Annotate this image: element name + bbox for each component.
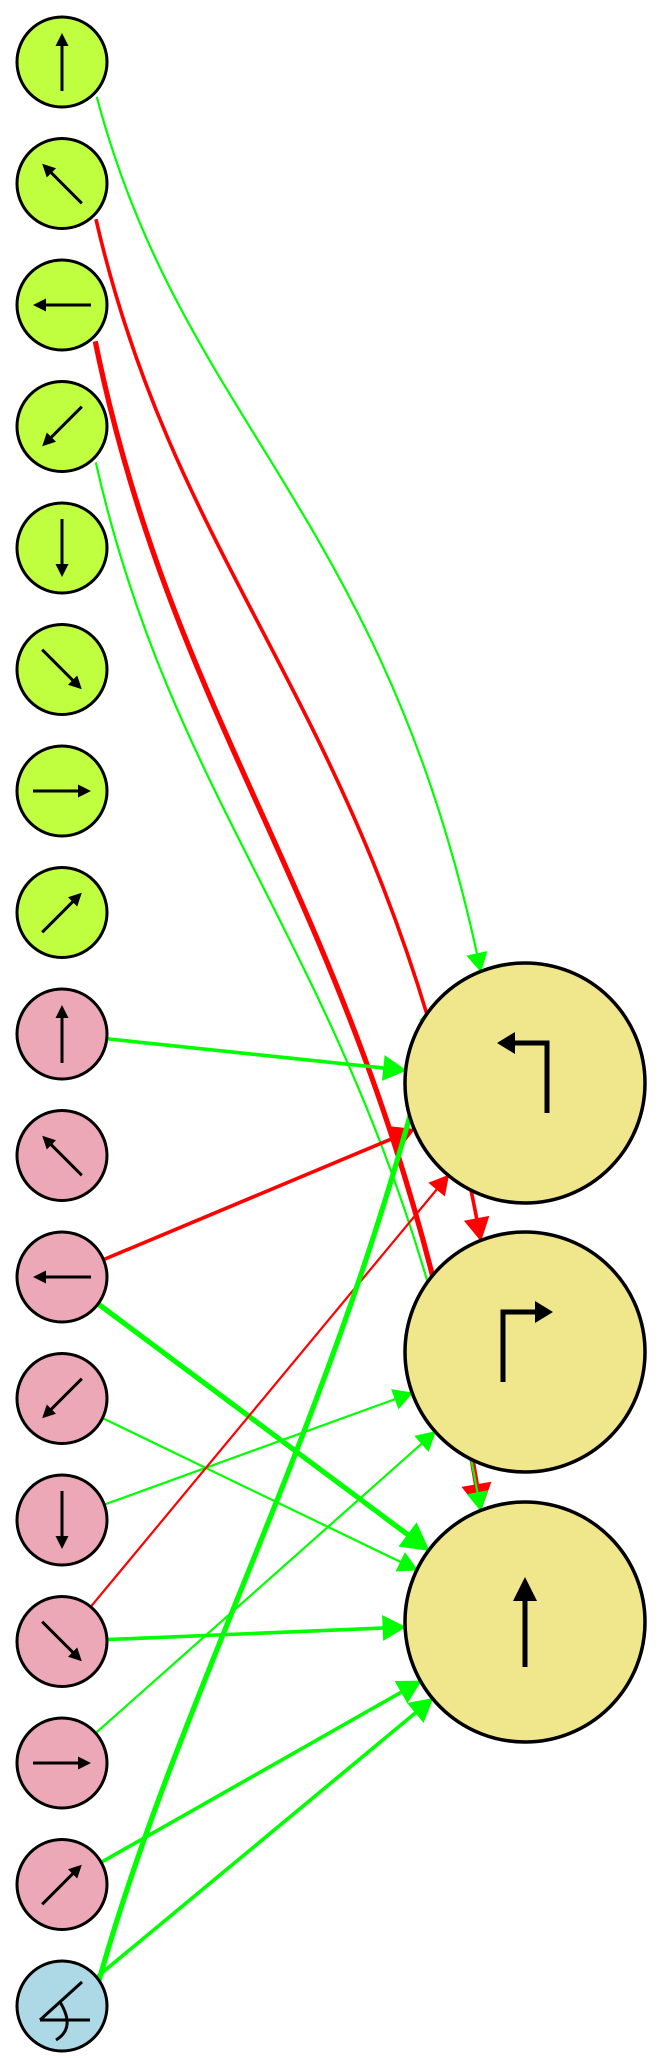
arrowhead <box>394 1680 422 1704</box>
input-node-b-upleft <box>15 1109 109 1202</box>
input-node-a-left <box>15 258 109 352</box>
connection-b-downleft-to-forward <box>102 1417 418 1572</box>
arrow-up-left-icon <box>42 163 83 205</box>
arrow-down-left-icon <box>42 405 83 447</box>
input-node-a-upright <box>15 866 109 959</box>
connection-a-up-to-turn-left <box>95 96 488 973</box>
connection-b-left-to-turn-left <box>102 1126 416 1262</box>
connection-line <box>106 1036 384 1070</box>
arrow-down-right-icon <box>41 1620 82 1662</box>
arrowhead <box>382 1615 407 1641</box>
arrowhead <box>428 1174 450 1197</box>
turn-left-icon <box>497 1032 550 1113</box>
node-circle <box>403 1230 647 1474</box>
output-node-turn-right <box>403 1230 647 1474</box>
input-node-a-up <box>15 15 109 109</box>
arrow-down-right-icon <box>41 648 82 690</box>
input-node-b-up <box>15 987 109 1081</box>
input-node-b-right <box>15 1716 109 1810</box>
arrowhead <box>414 1430 437 1452</box>
input-node-angle <box>15 1959 109 2053</box>
arrow-down-icon <box>55 519 69 577</box>
input-node-b-left <box>15 1230 109 1324</box>
connection-line <box>92 340 480 1486</box>
arrowhead <box>398 1522 430 1551</box>
connection-b-downright-to-forward <box>106 1615 407 1642</box>
input-node-b-down <box>15 1473 109 1567</box>
connection-line <box>96 1301 410 1537</box>
arrow-right-icon <box>33 784 91 798</box>
connection-line <box>106 1626 384 1642</box>
arrow-up-left-icon <box>42 1135 83 1177</box>
angle-icon <box>38 1980 90 2042</box>
arrow-left-icon <box>33 1270 91 1284</box>
connection-line <box>95 1711 417 1979</box>
arrowhead <box>466 951 488 973</box>
input-node-a-downleft <box>15 380 109 473</box>
input-node-a-downright <box>15 623 109 716</box>
input-node-b-downleft <box>15 1352 109 1445</box>
connection-line <box>103 1398 396 1506</box>
arrow-up-icon <box>513 1577 537 1667</box>
input-node-b-downright <box>15 1595 109 1688</box>
connection-line <box>94 1022 437 1987</box>
input-node-b-upright <box>15 1838 109 1931</box>
node-circle <box>403 961 647 1205</box>
connection-b-up-to-turn-left <box>106 1036 407 1081</box>
connection-line <box>102 1136 395 1262</box>
arrowhead <box>466 1490 489 1512</box>
input-node-a-upleft <box>15 137 109 230</box>
connection-line <box>89 1188 438 1608</box>
connection-line <box>102 1417 402 1564</box>
arrow-up-right-icon <box>41 892 82 934</box>
nodes-layer <box>15 15 647 2053</box>
arrowhead <box>463 1215 490 1242</box>
arrow-left-icon <box>33 298 91 312</box>
connection-line <box>95 96 479 955</box>
connection-b-left-to-forward <box>96 1301 430 1551</box>
connection-b-right-to-turn-right <box>94 1430 437 1734</box>
arrow-up-icon <box>55 33 69 91</box>
input-node-a-down <box>15 501 109 595</box>
connection-line <box>94 1442 423 1734</box>
arrow-up-right-icon <box>41 1864 82 1906</box>
arrow-up-icon <box>55 1005 69 1063</box>
arrowhead <box>395 1552 418 1572</box>
connections-layer <box>89 96 492 1987</box>
connection-line <box>100 1690 403 1864</box>
connection-b-down-to-turn-right <box>103 1389 414 1506</box>
input-node-a-right <box>15 744 109 838</box>
arrow-down-left-icon <box>42 1377 83 1419</box>
connection-b-downright-to-turn-left <box>89 1174 450 1608</box>
output-node-forward <box>403 1500 647 1744</box>
arrowhead <box>407 1697 434 1723</box>
arrowhead <box>381 1055 407 1081</box>
arrow-right-icon <box>33 1756 91 1770</box>
connection-angle-to-forward <box>95 1697 434 1979</box>
arrowhead <box>391 1389 414 1410</box>
output-node-turn-left <box>403 961 647 1205</box>
connection-b-upright-to-forward <box>100 1680 422 1864</box>
turn-right-icon <box>500 1301 553 1382</box>
arrow-down-icon <box>55 1491 69 1549</box>
